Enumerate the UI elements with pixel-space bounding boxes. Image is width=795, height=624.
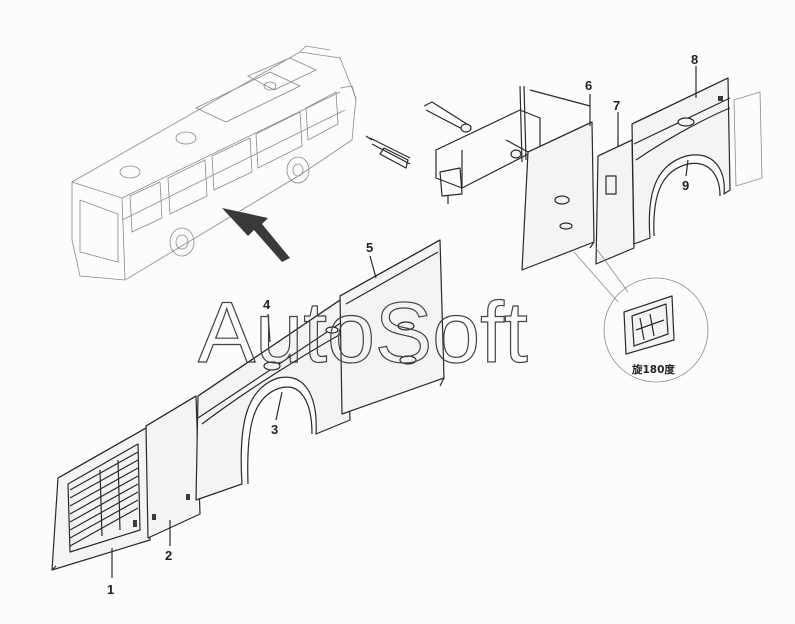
panel-3-4-front-wheel-arch (195, 295, 351, 501)
detail-note: 旋180度 (631, 363, 675, 376)
callout-1: 1 (107, 582, 114, 597)
leader-4 (267, 313, 271, 343)
callout-leader-lines (111, 66, 697, 578)
leader-5 (369, 255, 377, 279)
panel-2-flat-panel (145, 395, 201, 539)
arrow-icon (222, 208, 290, 262)
detail-view-circle (573, 247, 709, 383)
callout-7: 7 (613, 98, 620, 113)
callout-5: 5 (366, 240, 373, 255)
callout-3: 3 (271, 422, 278, 437)
callout-numbers: 1 2 3 4 5 6 7 8 9 旋180度 (107, 52, 698, 597)
leader-9 (685, 159, 689, 177)
callout-6: 6 (585, 78, 592, 93)
watermark: AutoSoft (198, 285, 528, 381)
leader-3 (275, 391, 283, 421)
mounting-bracket-assembly (423, 85, 591, 204)
gas-strut (365, 135, 411, 169)
callout-4: 4 (263, 297, 271, 312)
panel-8-9-rear-wheel-arch (631, 77, 763, 245)
panel-1-louver-grille (51, 427, 151, 571)
panel-7-narrow-panel (595, 139, 635, 265)
callout-8: 8 (691, 52, 698, 67)
panel-5-large-panel (339, 239, 445, 415)
bus-outline-icon (71, 45, 357, 281)
callout-2: 2 (165, 548, 172, 563)
callout-9: 9 (682, 178, 689, 193)
panel-6-door-panel (521, 121, 595, 271)
